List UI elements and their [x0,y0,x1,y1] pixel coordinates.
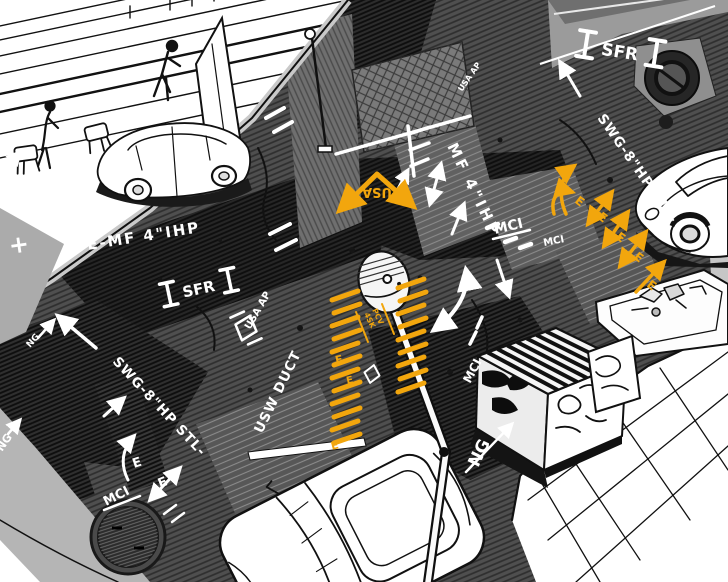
curved-arrow [116,433,137,482]
swg-left-arrow [54,313,98,350]
paint-dashes [484,221,534,251]
diamond-marker-icon [363,364,381,384]
e-markers-white: E E [116,433,186,524]
manhole-cover [89,498,167,576]
usa-label: USA [362,184,392,199]
pedestrian-2 [36,100,60,170]
mci-center-small-label: MCI [542,234,565,249]
gray-sidewalk [539,0,728,129]
curb-line-top-right [539,5,716,65]
usa-chevron-marker: USA [335,171,418,215]
e-label: E [329,438,340,453]
storefront-sidewalk [0,0,352,344]
electric-corridor-center: E E E 4SK PCV [329,276,429,453]
i-beam-icon [218,265,241,295]
i-beam-icon [643,37,668,70]
signal-pole [304,28,333,153]
debris-container [586,268,728,414]
parked-sedan [96,122,251,203]
orange-markings: USA E E E E E E E E [329,163,667,453]
swg-right-arrow [558,58,582,98]
e-white-label: E [131,455,144,472]
double-arrow [424,160,447,208]
ng-arrow [464,421,515,474]
curved-arrow [551,177,577,216]
sedan-roof [218,427,486,582]
i-beam-icon [574,28,598,61]
pedestrian-1 [152,39,182,102]
misc-white-marks [4,106,514,418]
double-arrow [147,465,183,503]
gutter-shadow [0,208,64,344]
diamond-marker-icon [229,310,263,346]
chevron-marks [162,503,186,524]
electric-markers-right: E E E E E [551,163,667,294]
mci-center-marker: MCI MCI [484,216,565,251]
cross-mark: + [7,229,31,260]
s-curve-arrow [429,264,483,334]
debris-panel [586,334,642,414]
orange-hatch-column-a [329,288,363,446]
e-label: E [334,353,344,367]
chevron-arrows [335,171,418,215]
i-beam-icon [157,279,180,309]
orange-hatch-column-b [395,276,429,395]
e-bar-icon [406,124,432,178]
stop-bar [334,114,472,156]
debris-junk [631,283,707,317]
e-label: E [345,375,354,387]
mci-underline [491,228,532,241]
sfr-marker-right: SFR [574,28,668,70]
